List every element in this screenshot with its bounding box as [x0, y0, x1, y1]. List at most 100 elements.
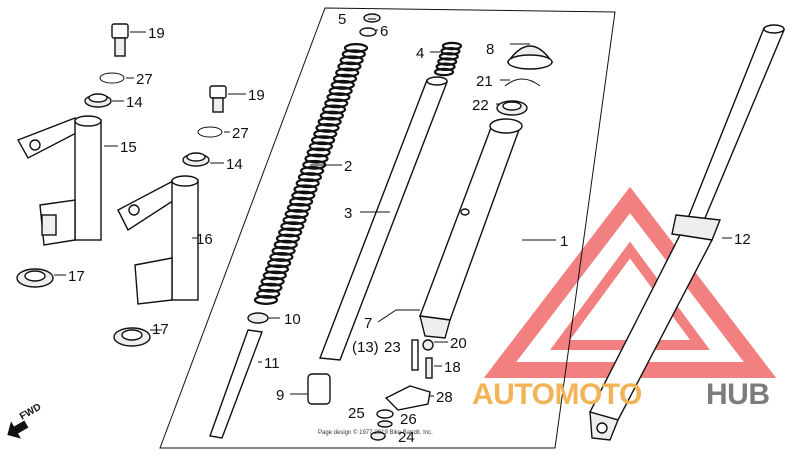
fork-cap-bolt-lower [209, 85, 227, 113]
spring-coil [332, 73, 358, 84]
callout-6: 6 [380, 23, 388, 40]
callout-14: 14 [126, 94, 143, 111]
callout-17: 17 [152, 321, 169, 338]
spring-coil [324, 98, 349, 109]
callout-labels: 19 27 14 15 17 19 27 14 16 17 5 6 2 3 10… [68, 11, 751, 446]
watermark-wordmark: AUTOMOTO HUB [472, 378, 770, 411]
spring-coil [319, 110, 344, 121]
spring-coil [271, 245, 296, 256]
callout-7: 7 [364, 315, 372, 332]
watermark-text-hub: HUB [706, 378, 770, 411]
callout-4: 4 [416, 45, 424, 62]
watermark-text-automoto: AUTOMOTO [472, 378, 642, 411]
spring-coil [326, 92, 351, 103]
spring-coil [273, 239, 298, 250]
spring-coil [260, 276, 285, 287]
callout-10: 10 [284, 311, 301, 328]
copyright-notice: Page design © 1977-2019 Bike Bandit. Inc… [318, 429, 433, 436]
callout-15: 15 [120, 139, 137, 156]
spring-coil [280, 221, 305, 232]
callout-25: 25 [348, 405, 365, 422]
spring-coil [299, 165, 325, 176]
callout-5: 5 [338, 11, 346, 28]
rubber-mount-upper [16, 268, 54, 288]
spring-coil [308, 141, 333, 152]
spring-coil [335, 67, 360, 78]
spring-coil [284, 209, 309, 219]
inner-parts-frame [159, 7, 616, 449]
spring-coil [256, 288, 281, 299]
complete-fork-assembly [588, 24, 786, 441]
fork-inner-tube [319, 76, 448, 361]
callout-24: 24 [398, 429, 415, 446]
spring-coil [269, 252, 294, 262]
callout-2: 2 [344, 158, 352, 175]
callout-23: 23 [384, 339, 401, 356]
callout-21: 21 [476, 73, 493, 90]
spring-coil [341, 49, 366, 60]
spring-coil [304, 153, 329, 164]
spring-coil [433, 67, 455, 77]
callout-26: 26 [400, 411, 417, 428]
fork-spring [253, 43, 369, 305]
callout-1: 1 [560, 233, 568, 250]
spring-coil [253, 295, 279, 305]
spring-coil [306, 147, 331, 158]
callout-3: 3 [344, 205, 352, 222]
fork-cap-top [359, 13, 381, 37]
leader-lines [54, 18, 732, 397]
spring-coil [315, 122, 340, 133]
oil-seal [496, 100, 528, 116]
spring-coil [278, 227, 303, 238]
callout-19: 19 [248, 87, 265, 104]
callout-22: 22 [472, 97, 489, 114]
spring-coil [313, 129, 338, 139]
callout-27: 27 [232, 125, 249, 142]
spring-coil [330, 79, 355, 90]
callout-18: 18 [444, 359, 461, 376]
spring-coil [317, 116, 342, 127]
spring-coil [297, 172, 323, 183]
forward-direction-indicator: FWD [7, 402, 43, 439]
damper-rod [209, 329, 263, 439]
callout-19: 19 [148, 25, 165, 42]
spring-seat [247, 312, 269, 324]
callout-8: 8 [486, 41, 494, 58]
callout-16: 16 [196, 231, 213, 248]
spring-coil [321, 104, 347, 115]
spring-coil [339, 55, 364, 66]
spring-coil [328, 86, 353, 96]
spring-coil [262, 270, 287, 281]
spring-coil [343, 43, 369, 53]
callout-11: 11 [264, 355, 280, 372]
callout-27: 27 [136, 71, 153, 88]
spring-coil [267, 258, 292, 269]
o-ring-lower [197, 126, 223, 138]
dust-seal-upper [84, 93, 112, 108]
spring-coil [289, 196, 314, 207]
fwd-arrow-icon [7, 420, 29, 439]
washer-nut-set [370, 409, 394, 441]
socket-bolt [425, 357, 433, 379]
callout-9: 9 [276, 387, 284, 404]
circlip [504, 78, 541, 87]
callout-20: 20 [450, 335, 467, 352]
rubber-mount-lower [113, 327, 151, 347]
spring-coil [282, 215, 307, 226]
axle-holder [384, 385, 431, 411]
spring-coil [264, 264, 290, 275]
spring-coil [275, 233, 301, 244]
small-spring [433, 41, 463, 77]
fork-cap-bolt-upper [111, 23, 129, 57]
fork-bridge-right [117, 175, 199, 305]
callout-28: 28 [436, 389, 453, 406]
top-cover [506, 45, 554, 70]
axle-stud [411, 339, 419, 371]
spring-coil [337, 61, 362, 72]
drain-bolt [422, 339, 434, 351]
fork-bridge-left [16, 115, 102, 246]
rebound-spring [307, 373, 331, 405]
dust-seal-lower [182, 152, 210, 167]
callout-14: 14 [226, 156, 243, 173]
